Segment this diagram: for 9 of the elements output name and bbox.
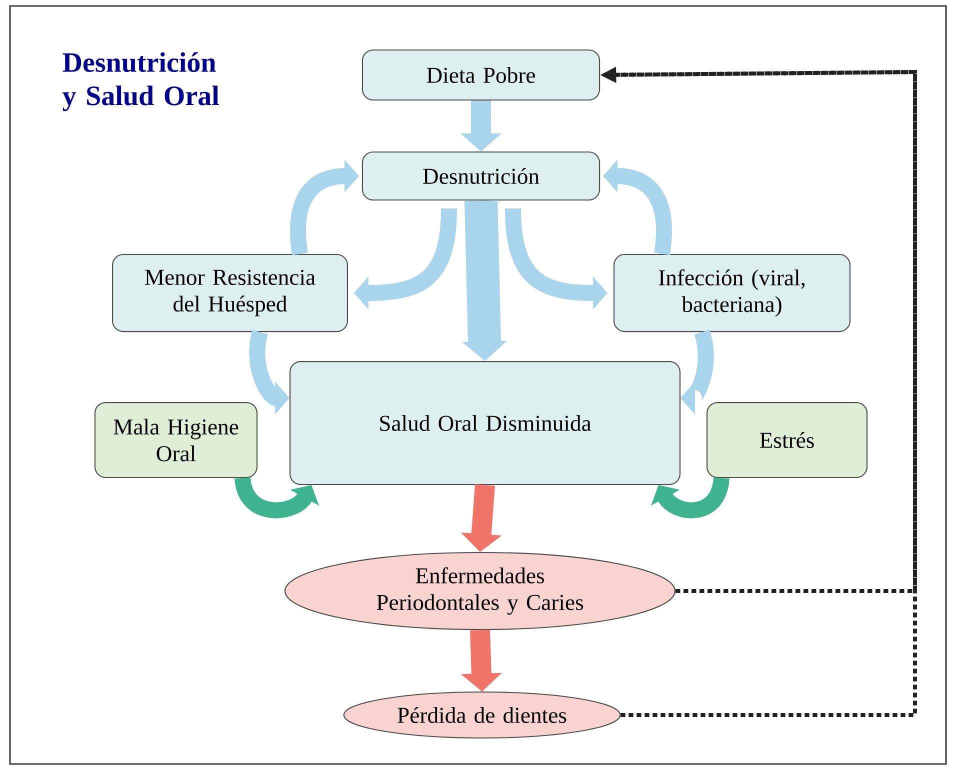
- process-box: Estrés: [706, 402, 868, 478]
- process-box: Menor Resistencia del Huésped: [112, 254, 348, 332]
- process-box: Infección (viral, bacteriana): [613, 254, 851, 332]
- block-arrow: [651, 476, 730, 518]
- title: Desnutrición y Salud Oral: [62, 52, 219, 112]
- process-box: Desnutrición: [362, 151, 600, 201]
- process-box: Salud Oral Disminuida: [289, 361, 681, 485]
- process-box: Mala Higiene Oral: [94, 402, 258, 478]
- process-box: Dieta Pobre: [362, 49, 600, 101]
